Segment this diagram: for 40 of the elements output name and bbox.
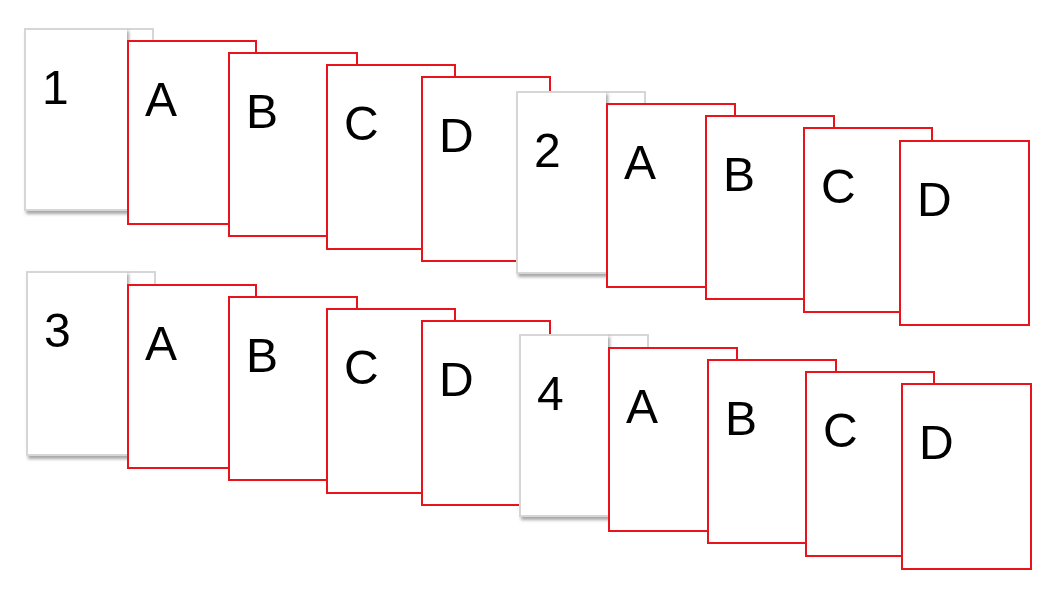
card-label: C [344,96,379,152]
card [899,140,1030,326]
card [326,64,421,250]
card-label: A [624,135,656,191]
card-label: B [725,391,757,447]
card-label: A [145,72,177,128]
card [228,52,326,237]
card [608,347,707,532]
card [421,76,516,262]
card [803,127,899,313]
card-label: C [821,159,856,215]
card-label: D [439,352,474,408]
card [519,334,608,517]
card [606,103,705,288]
card [326,308,421,494]
card-label: A [626,379,658,435]
card-label: D [919,415,954,471]
card [421,320,519,506]
card [705,115,803,300]
card-label: D [439,108,474,164]
card [707,359,805,544]
card [901,383,1032,570]
card [805,371,901,557]
card [24,28,127,211]
card [516,91,606,274]
card-label: B [246,328,278,384]
card-label: D [917,172,952,228]
card-label: C [823,403,858,459]
card [127,40,228,225]
card-label: B [723,147,755,203]
card [26,271,127,456]
card-label: 1 [42,60,69,116]
card [127,284,228,469]
card-label: 3 [44,303,71,359]
card [228,296,326,481]
card-label: 2 [534,123,561,179]
card-label: A [145,316,177,372]
card-label: 4 [537,366,564,422]
card-label: B [246,84,278,140]
card-label: C [344,340,379,396]
